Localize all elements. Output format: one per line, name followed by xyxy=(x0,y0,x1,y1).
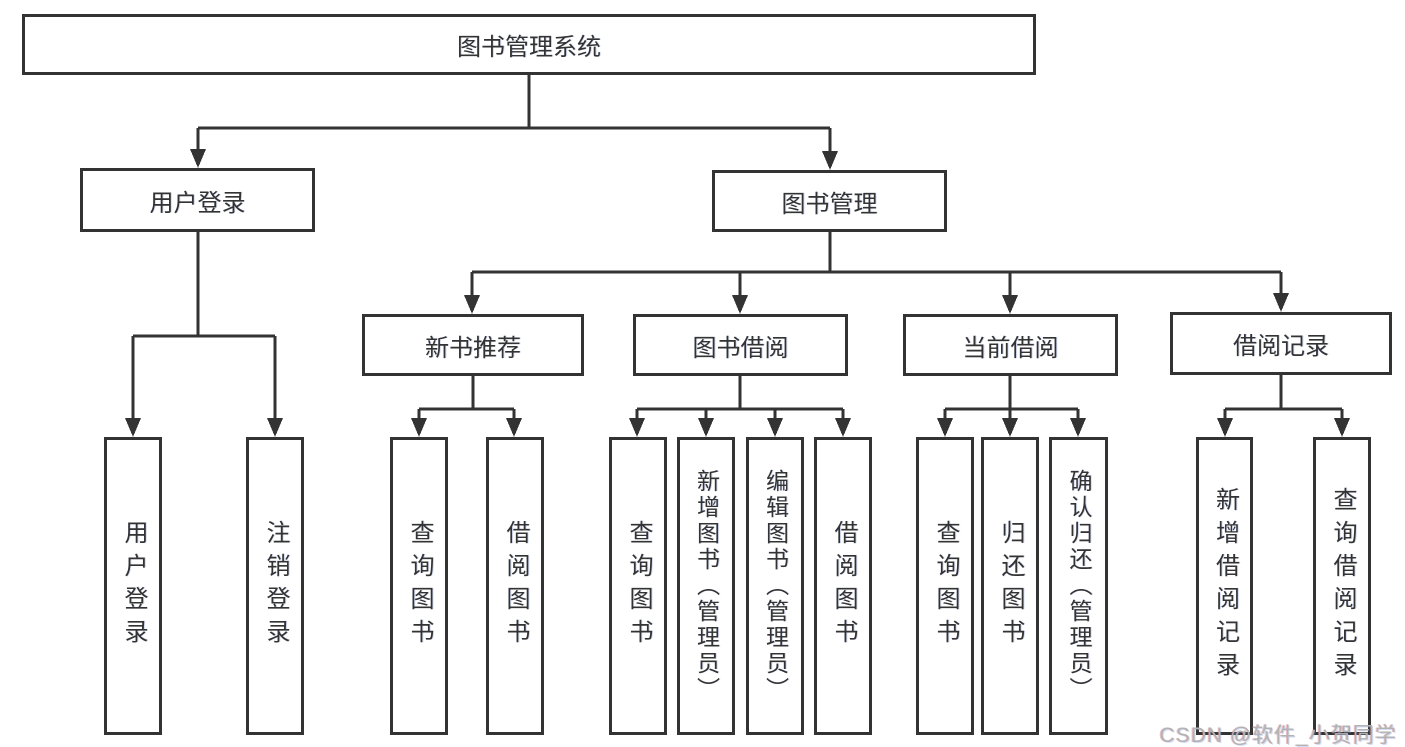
arrowhead-icons xyxy=(125,149,1350,437)
node-book-borrow: 图书借阅 xyxy=(633,314,848,376)
leaf-edit-book-admin: 编辑图书（管理员） xyxy=(746,437,804,735)
leaf-return-book: 归还图书 xyxy=(981,437,1039,735)
leaf-add-borrow-record: 新增借阅记录 xyxy=(1196,437,1253,735)
leaf-query-book-current: 查询图书 xyxy=(916,437,974,735)
leaf-user-login: 用户登录 xyxy=(104,437,162,735)
leaf-query-borrow-record: 查询借阅记录 xyxy=(1313,437,1371,735)
node-label: 查询图书 xyxy=(932,520,959,652)
leaf-query-book-borrow: 查询图书 xyxy=(609,437,667,735)
node-label: 查询图书 xyxy=(406,520,433,652)
node-user-login: 用户登录 xyxy=(80,168,315,232)
node-label: 用户登录 xyxy=(120,520,147,652)
node-library-system: 图书管理系统 xyxy=(22,14,1036,75)
node-label: 借阅记录 xyxy=(1233,333,1329,360)
node-label: 编辑图书（管理员） xyxy=(762,469,789,703)
leaf-add-book-admin: 新增图书（管理员） xyxy=(677,437,735,735)
node-label: 借阅图书 xyxy=(830,520,857,652)
node-label: 图书管理 xyxy=(781,190,878,218)
leaf-borrow-book-recommend: 借阅图书 xyxy=(486,437,544,735)
node-label: 新书推荐 xyxy=(425,334,521,362)
node-label: 查询图书 xyxy=(625,520,652,652)
node-label: 图书借阅 xyxy=(692,334,789,362)
node-label: 图书管理系统 xyxy=(457,34,601,61)
node-label: 归还图书 xyxy=(997,520,1024,652)
leaf-confirm-return-admin: 确认归还（管理员） xyxy=(1049,437,1108,735)
node-label: 查询借阅记录 xyxy=(1329,487,1356,685)
node-book-management: 图书管理 xyxy=(712,170,947,232)
node-label: 新增借阅记录 xyxy=(1211,487,1239,685)
leaf-borrow-book: 借阅图书 xyxy=(814,437,872,735)
leaf-query-book-recommend: 查询图书 xyxy=(390,437,448,735)
node-label: 当前借阅 xyxy=(962,334,1059,362)
node-label: 注销登录 xyxy=(262,520,289,652)
node-current-borrow: 当前借阅 xyxy=(903,314,1118,376)
connector-path xyxy=(131,75,1344,421)
node-new-book-recommend: 新书推荐 xyxy=(362,314,584,376)
node-label: 确认归还（管理员） xyxy=(1066,469,1092,703)
watermark-text: CSDN @软件_小贺同学 xyxy=(1159,724,1397,747)
node-label: 借阅图书 xyxy=(502,520,529,652)
leaf-logout-login: 注销登录 xyxy=(246,437,304,735)
node-label: 用户登录 xyxy=(149,189,246,217)
node-label: 新增图书（管理员） xyxy=(693,469,720,703)
node-borrow-record: 借阅记录 xyxy=(1170,312,1392,375)
